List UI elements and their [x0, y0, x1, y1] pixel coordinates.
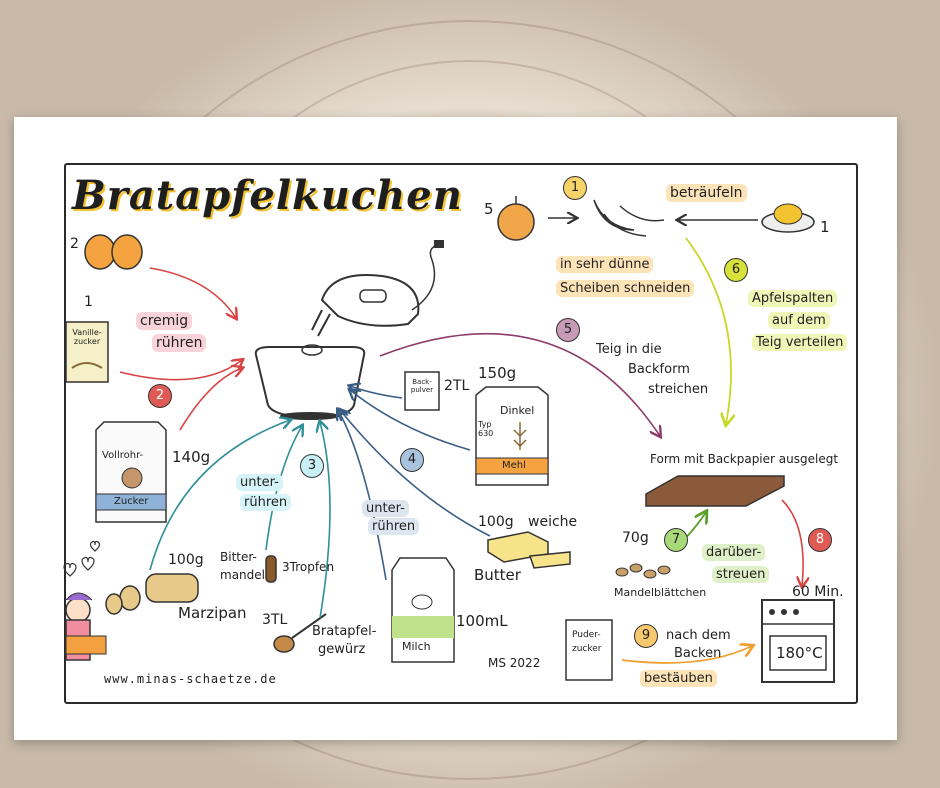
- step7-text-2: streuen: [712, 566, 770, 583]
- oven-temperature: 180°C: [776, 644, 823, 662]
- step4-text-1: unter-: [362, 500, 409, 517]
- step6-text-2: auf dem: [768, 312, 830, 329]
- bitter-almond-quantity: 3Tropfen: [282, 560, 335, 574]
- step2-text-1: cremig: [136, 312, 193, 330]
- butter-icon: [487, 531, 571, 569]
- step1-text-1: in sehr dünne: [556, 256, 654, 273]
- step3-text-1: unter-: [236, 474, 283, 491]
- baking-tray-icon: [645, 475, 785, 507]
- tray-label: Form mit Backpapier ausgelegt: [650, 452, 839, 466]
- baking-powder-quantity: 2TL: [444, 378, 470, 394]
- spice-quantity: 3TL: [262, 612, 288, 628]
- butter-name: Butter: [474, 566, 521, 584]
- apples-quantity: 5: [484, 200, 494, 218]
- sugar-label: Vollrohr-: [102, 450, 144, 461]
- apple-icon: [497, 196, 535, 241]
- flour-type: Typ 630: [478, 420, 494, 438]
- almonds-quantity: 70g: [622, 530, 649, 546]
- marzipan-quantity: 100g: [168, 552, 204, 568]
- step9-text-3: bestäuben: [640, 670, 717, 687]
- marzipan-label: Marzipan: [178, 604, 247, 622]
- oven-icon: [761, 599, 835, 683]
- lemon-quantity: 1: [820, 218, 830, 236]
- vanilla-sugar-icon: [65, 321, 109, 383]
- drizzle-text: beträufeln: [666, 184, 747, 202]
- flour-sub-label: Mehl: [502, 460, 526, 471]
- milk-carton-icon: [391, 557, 455, 663]
- recipe-title: Bratapfelkuchen: [72, 172, 463, 219]
- step1-number: 1: [563, 176, 587, 200]
- step6-number: 6: [724, 258, 748, 282]
- almond-flakes-icon: [615, 563, 671, 579]
- apple-slices-icon: [593, 199, 665, 237]
- step4-text-2: rühren: [368, 518, 420, 535]
- hearts-icon: [63, 540, 101, 577]
- flour-bag-icon: [475, 386, 549, 486]
- spice-label-2: gewürz: [318, 642, 366, 657]
- step2-text-2: rühren: [152, 334, 207, 352]
- vanilla-quantity: 1: [84, 294, 93, 310]
- website-link[interactable]: www.minas-schaetze.de: [104, 672, 277, 686]
- butter-label: weiche: [528, 514, 578, 530]
- marzipan-icon: [105, 573, 199, 615]
- flour-label: Dinkel: [500, 404, 535, 417]
- hand-mixer-icon: [301, 240, 444, 356]
- milk-label: Milch: [402, 640, 431, 653]
- sugar-bag-icon: [95, 421, 167, 523]
- step4-number: 4: [400, 448, 424, 472]
- step9-number: 9: [634, 624, 658, 648]
- eggs-icon: [84, 234, 143, 270]
- step3-text-2: rühren: [240, 494, 292, 511]
- step3-number: 3: [300, 454, 324, 478]
- step5-number: 5: [556, 318, 580, 342]
- sugar-sub-label: Zucker: [114, 496, 149, 507]
- baking-powder-icon: [404, 371, 440, 411]
- vanilla-label: Vanille-zucker: [72, 328, 102, 346]
- step1-text-2: Scheiben schneiden: [556, 280, 695, 297]
- butter-quantity: 100g: [478, 514, 514, 530]
- step9-text-1: nach dem: [666, 628, 731, 643]
- step2-number: 2: [148, 384, 172, 408]
- step7-number: 7: [664, 528, 688, 552]
- mixing-bowl-icon: [254, 346, 366, 420]
- step8-number: 8: [808, 528, 832, 552]
- powdered-sugar-icon: [565, 619, 613, 681]
- step5-text-3: streichen: [648, 382, 709, 397]
- signature: MS 2022: [488, 656, 541, 670]
- step5-text-1: Teig in die: [596, 342, 662, 357]
- step6-text-3: Teig verteilen: [752, 334, 848, 351]
- spice-label-1: Bratapfel-: [312, 624, 377, 639]
- bitter-almond-label-2: mandel: [220, 568, 265, 582]
- milk-quantity: 100mL: [456, 612, 508, 630]
- bitter-almond-bottle-icon: [265, 555, 277, 583]
- bitter-almond-label-1: Bitter-: [220, 550, 257, 564]
- mascot-logo-icon: [65, 592, 107, 661]
- powdered-sugar-label-1: Puder-: [572, 630, 601, 640]
- almonds-label: Mandelblättchen: [614, 586, 707, 599]
- step9-text-2: Backen: [674, 646, 722, 661]
- card-frame: [64, 163, 858, 704]
- powdered-sugar-label-2: zucker: [572, 644, 602, 654]
- lemon-squeezer-icon: [761, 203, 815, 233]
- bake-time: 60 Min.: [792, 584, 844, 600]
- step6-text-1: Apfelspalten: [748, 290, 838, 307]
- step7-text-1: darüber-: [702, 544, 766, 561]
- sugar-quantity: 140g: [172, 448, 211, 466]
- step5-text-2: Backform: [628, 362, 690, 377]
- eggs-quantity: 2: [70, 236, 79, 252]
- baking-powder-label: Back-pulver: [410, 378, 434, 394]
- flour-quantity: 150g: [478, 364, 517, 382]
